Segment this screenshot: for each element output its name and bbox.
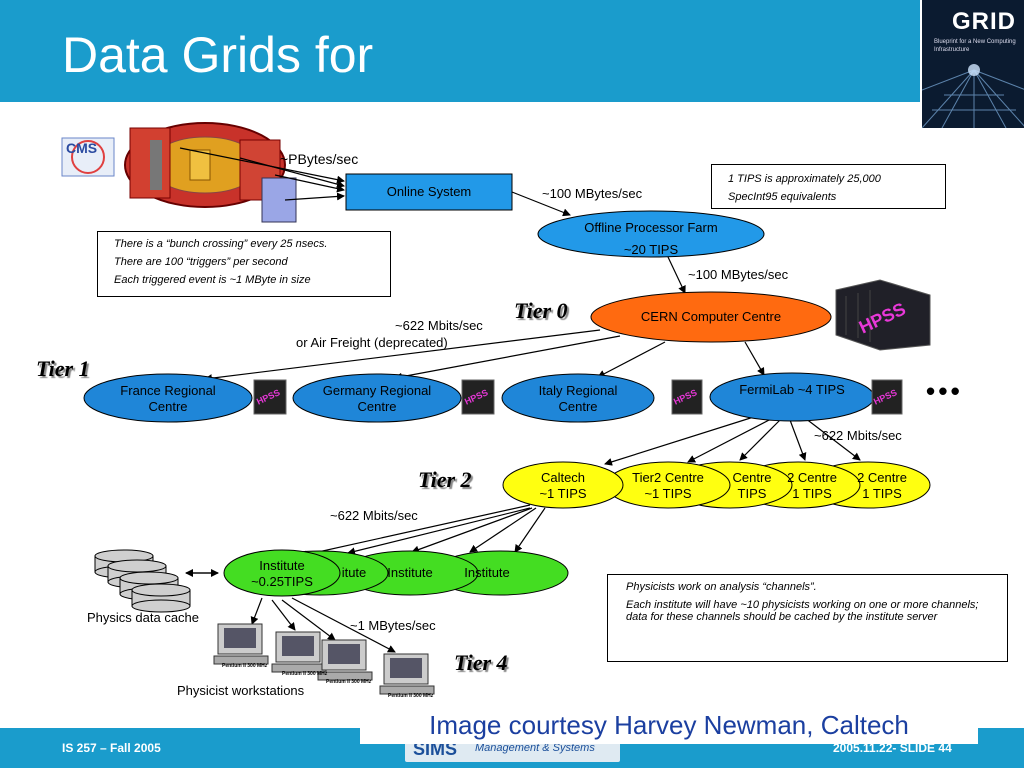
workstation-4-caption: Pentium II 300 MHz — [388, 693, 434, 699]
detector-image — [124, 122, 297, 223]
sims-logo-main: SIMS — [413, 739, 458, 759]
physicists-note-line2: Each institute will have ~10 physicists … — [626, 599, 979, 623]
institute-d-label: Institute — [464, 565, 510, 580]
institute-c-label: Institute — [387, 565, 433, 580]
tier2-d-line2: 1 TIPS — [792, 486, 832, 501]
cern-label: CERN Computer Centre — [640, 309, 782, 324]
workstation-images — [213, 623, 435, 695]
sims-logo-sub: Management & Systems — [475, 742, 595, 754]
header-bar — [0, 0, 1024, 102]
institute-main-ellipse — [223, 549, 341, 597]
tier2-line2: ~1 TIPS — [644, 486, 692, 501]
tier2-centre-e-label: 2 Centre 1 TIPS — [836, 470, 928, 502]
institute-main-line1: Institute — [259, 558, 305, 573]
caltech-to-institute-links — [299, 504, 546, 559]
france-line1: France Regional — [120, 383, 216, 398]
fermilab-label: FermiLab ~4 TIPS — [739, 382, 845, 397]
germany-ellipse — [292, 373, 462, 423]
italy-line2: Centre — [558, 399, 598, 414]
workstation-2-caption: Pentium II 300 MHz — [282, 671, 328, 677]
rate-1mb-label: ~1 MBytes/sec — [350, 618, 436, 633]
tier1-server-images — [253, 379, 903, 415]
book-title: GRID — [952, 8, 1016, 35]
online-to-offline-link — [511, 191, 571, 217]
cern-to-tier1-links — [204, 329, 765, 383]
caltech-ellipse — [502, 461, 624, 509]
cms-logo — [61, 137, 115, 177]
tier2-c-line2: TIPS — [737, 486, 767, 501]
france-ellipse — [83, 373, 253, 423]
workstation-3-caption: Pentium II 300 MHz — [326, 679, 372, 685]
germany-line1: Germany Regional — [322, 383, 432, 398]
tier-0-label: Tier 0 — [514, 298, 568, 323]
tier2-e-line2: 1 TIPS — [862, 486, 902, 501]
italy-line1: Italy Regional — [538, 383, 618, 398]
workstation-1-caption: Pentium II 300 MHz — [222, 663, 268, 669]
more-ellipsis: • • • — [926, 376, 960, 406]
rate-622-b-label: ~622 Mbits/sec — [814, 428, 902, 443]
caltech-label: Caltech ~1 TIPS — [503, 470, 623, 502]
footer-course: IS 257 – Fall 2005 — [62, 741, 161, 755]
pbytes-label: ~PBytes/sec — [280, 151, 359, 167]
hpss-server-image — [835, 279, 931, 351]
offline-farm-ellipse — [537, 210, 765, 258]
tier2-centre-d-label: 2 Centre 1 TIPS — [766, 470, 858, 502]
italy-label: Italy Regional Centre — [502, 383, 654, 415]
caltech-line2: ~1 TIPS — [539, 486, 587, 501]
tips-note: 1 TIPS is approximately 25,000 SpecInt95… — [711, 164, 946, 209]
tier2-line1: Tier2 Centre — [632, 470, 704, 485]
tier-2-label: Tier 2 — [418, 467, 472, 492]
grid-book-cover-image: GRID Blueprint for a New Computing Infra… — [920, 0, 1024, 128]
slide-title: Data Grids for — [62, 27, 374, 83]
cms-logo-text: CMS — [66, 140, 98, 156]
air-freight-label: or Air Freight (deprecated) — [296, 335, 448, 350]
tier-1-label: Tier 1 — [36, 356, 90, 381]
online-system-label: Online System — [386, 184, 472, 199]
bunch-note: There is a “bunch crossing” every 25 nse… — [97, 231, 391, 297]
germany-label: Germany Regional Centre — [293, 383, 461, 415]
institute-main-label: Institute ~0.25TIPS — [226, 558, 338, 590]
tier-4-label: Tier 4 — [454, 650, 508, 675]
cern-ellipse — [590, 291, 832, 343]
book-cover-art — [922, 0, 1024, 128]
fermilab-to-tier2-links — [604, 414, 861, 466]
tips-note-line1: 1 TIPS is approximately 25,000 — [728, 173, 881, 185]
germany-line2: Centre — [357, 399, 397, 414]
footer-slide-number: 2005.11.22- SLIDE 44 — [833, 741, 952, 755]
rate-622-a-label: ~622 Mbits/sec — [395, 318, 483, 333]
rate-100-a-label: ~100 MBytes/sec — [542, 186, 643, 201]
institute-main-line2: ~0.25TIPS — [251, 574, 313, 589]
institute-b-label: itute — [341, 565, 367, 580]
rate-100-b-label: ~100 MBytes/sec — [688, 267, 789, 282]
online-system-box — [345, 173, 513, 211]
rate-622-c-label: ~622 Mbits/sec — [330, 508, 418, 523]
france-line2: Centre — [148, 399, 188, 414]
tier2-e-line1: 2 Centre — [857, 470, 907, 485]
physicists-note: Physicists work on analysis “channels”. … — [607, 574, 1008, 662]
tips-note-line2: SpecInt95 equivalents — [728, 191, 837, 203]
bunch-note-line3: Each triggered event is ~1 MByte in size — [114, 274, 311, 286]
offline-farm-label: Offline Processor Farm ~20 TIPS — [538, 220, 764, 258]
workstations-label: Physicist workstations — [177, 683, 305, 698]
offline-to-cern-link — [667, 256, 686, 294]
physics-cache-label: Physics data cache — [87, 610, 200, 625]
physics-cache-cylinders — [94, 549, 191, 613]
image-courtesy: Image courtesy Harvey Newman, Caltech — [360, 706, 978, 744]
tier2-centre-c-label: Centre TIPS — [712, 470, 792, 502]
caltech-line1: Caltech — [540, 470, 586, 485]
france-label: France Regional Centre — [84, 383, 252, 415]
tier2-d-line1: 2 Centre — [787, 470, 837, 485]
book-subtitle: Blueprint for a New Computing Infrastruc… — [934, 39, 1016, 53]
offline-farm-line1: Offline Processor Farm — [584, 220, 718, 235]
tier2-centre-label: Tier2 Centre ~1 TIPS — [618, 470, 718, 502]
tier2-c-line1: Centre — [732, 470, 772, 485]
detector-to-online-links — [179, 147, 345, 201]
bunch-note-line2: There are 100 “triggers” per second — [114, 256, 288, 268]
bunch-note-line1: There is a “bunch crossing” every 25 nse… — [114, 238, 328, 250]
institute-to-workstation-links — [250, 597, 396, 653]
italy-ellipse — [501, 373, 655, 423]
offline-farm-line2: ~20 TIPS — [623, 242, 679, 257]
physicists-note-line1: Physicists work on analysis “channels”. — [626, 581, 817, 593]
